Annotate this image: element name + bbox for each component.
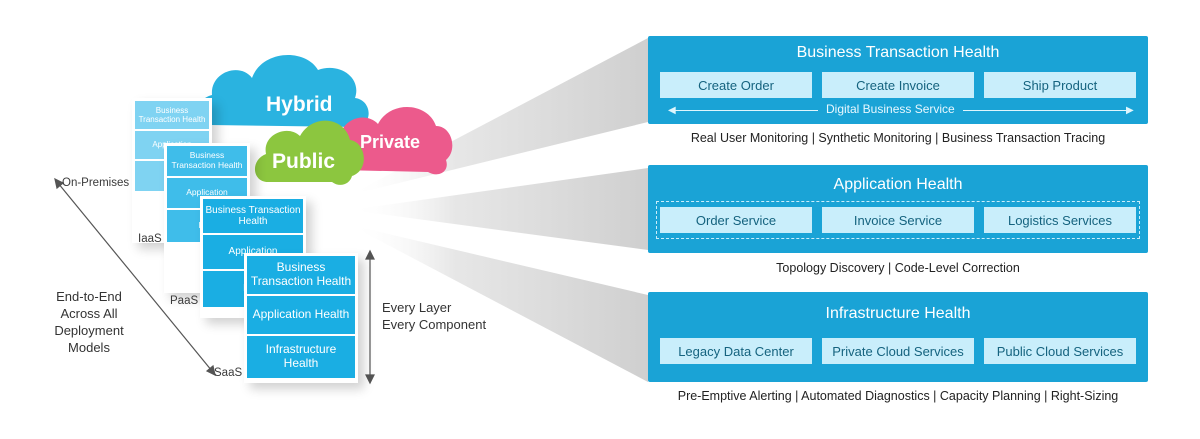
chip-ship-product: Ship Product	[984, 72, 1136, 98]
hybrid-cloud-icon	[197, 55, 369, 127]
chip-create-invoice: Create Invoice	[822, 72, 974, 98]
private-label: Private	[360, 132, 421, 152]
application-health-panel: Application Health Order Service Invoice…	[648, 165, 1148, 253]
paas-label: PaaS	[170, 295, 199, 307]
chip-create-order: Create Order	[660, 72, 812, 98]
chip-invoice-service: Invoice Service	[822, 207, 974, 233]
public-label: Public	[272, 150, 336, 173]
business-caption: Real User Monitoring | Synthetic Monitor…	[690, 131, 1106, 145]
chip-order-service: Order Service	[660, 207, 812, 233]
business-health-panel: Business Transaction Health Create Order…	[648, 36, 1148, 124]
infrastructure-health-panel: Infrastructure Health Legacy Data Center…	[648, 292, 1148, 382]
stack-layer-business: Business Transaction Health	[203, 199, 303, 235]
layers-vertical-arrow	[365, 249, 375, 385]
deployment-diagonal-arrow	[54, 177, 216, 377]
beam-infrastructure	[350, 225, 648, 382]
stack-saas: Business Transaction Health Application …	[244, 253, 358, 383]
public-cloud-icon	[254, 120, 364, 185]
beam-application	[350, 168, 648, 250]
service-group-box	[656, 201, 1140, 239]
hybrid-label: Hybrid	[266, 93, 333, 116]
stack-layer-infrastructure: Infrastructure Health	[247, 336, 355, 378]
saas-label: SaaS	[214, 367, 243, 379]
arrow-right-icon: ▶	[1126, 105, 1134, 116]
chip-private-cloud-services: Private Cloud Services	[822, 338, 974, 364]
panel-title: Application Health	[833, 176, 963, 193]
every-layer-caption: Every Layer Every Component	[382, 300, 487, 332]
digital-service-label: Digital Business Service	[818, 102, 963, 116]
chip-public-cloud-services: Public Cloud Services	[984, 338, 1136, 364]
infrastructure-caption: Pre-Emptive Alerting | Automated Diagnos…	[677, 389, 1119, 403]
stack-layer-application: Application Health	[247, 296, 355, 336]
panel-title: Business Transaction Health	[796, 44, 1000, 61]
chip-logistics-services: Logistics Services	[984, 207, 1136, 233]
end-to-end-caption: End-to-End Across All Deployment Models	[54, 289, 124, 355]
application-caption: Topology Discovery | Code-Level Correcti…	[776, 261, 1020, 275]
stack-layer-business: Business Transaction Health	[247, 256, 355, 296]
arrow-left-icon: ◀	[668, 105, 676, 116]
on-premises-label: On-Premises	[62, 177, 130, 189]
iaas-label: IaaS	[138, 233, 162, 245]
panel-title: Infrastructure Health	[825, 305, 971, 322]
stack-layer-business: Business Transaction Health	[135, 101, 209, 131]
stack-layer-business: Business Transaction Health	[167, 146, 247, 178]
chip-legacy-data-center: Legacy Data Center	[660, 338, 812, 364]
